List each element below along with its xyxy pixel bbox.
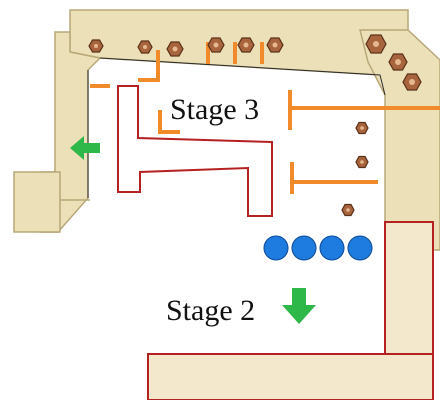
rock: [237, 37, 255, 53]
left-ledge: [13, 171, 61, 233]
ball: [263, 235, 289, 261]
rocks: [88, 34, 422, 217]
green-left-arrow-icon: [70, 136, 100, 160]
rock: [402, 73, 422, 91]
ball: [347, 235, 373, 261]
barriers: [90, 42, 440, 194]
bottom-wall: [147, 353, 434, 400]
stage-2-label: Stage 2: [166, 294, 256, 327]
barrier-hook-left: [138, 50, 160, 82]
rock: [166, 41, 184, 57]
rock: [355, 121, 369, 135]
stage-3-label: Stage 3: [170, 93, 260, 126]
rock: [137, 40, 153, 54]
play-area-edge: [87, 57, 386, 198]
rock: [207, 37, 225, 53]
barrier-t-upper: [288, 90, 440, 130]
barrier-t-lower: [290, 162, 378, 194]
ball: [319, 235, 345, 261]
rock: [355, 155, 369, 169]
rock: [88, 39, 104, 53]
right-lower-wall: [384, 221, 434, 355]
t-shaped-structure: [117, 85, 273, 217]
rock: [341, 203, 355, 217]
rock: [365, 34, 387, 54]
balls: [263, 235, 373, 261]
rock: [388, 53, 408, 71]
rock: [266, 37, 284, 53]
green-down-arrow-icon: [282, 288, 316, 324]
ball: [291, 235, 317, 261]
barrier-l-inner: [158, 110, 180, 134]
